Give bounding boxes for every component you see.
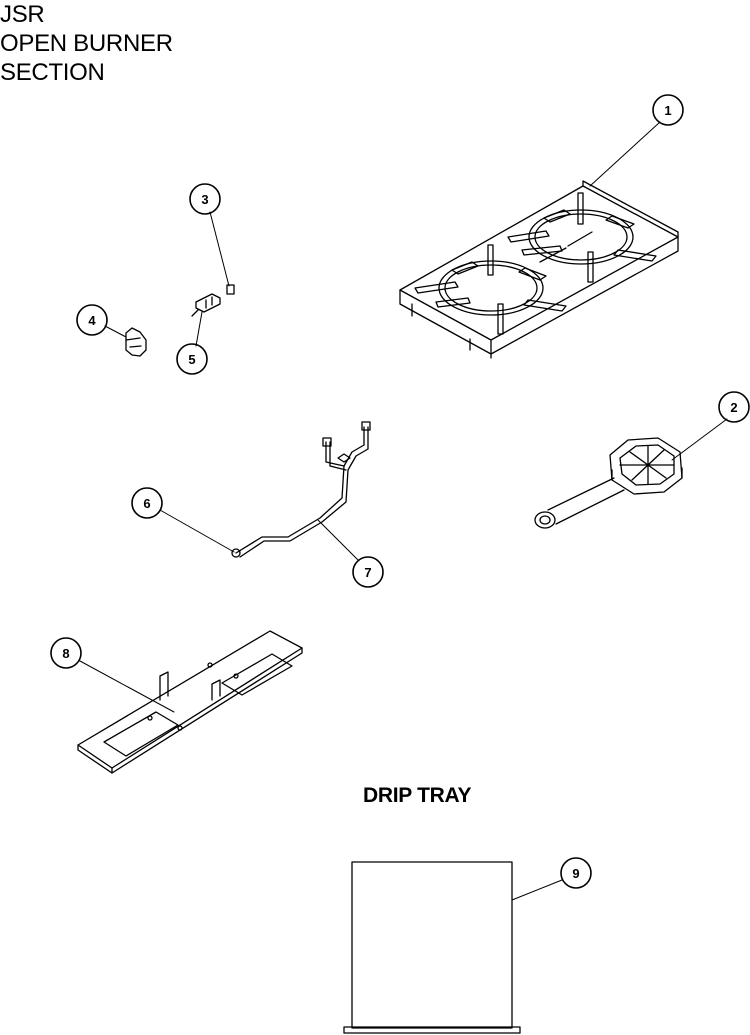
burner-grate-drawing [399, 180, 679, 359]
svg-text:8: 8 [62, 646, 69, 661]
leader-lines [79, 121, 728, 901]
burner-drawing [534, 437, 683, 529]
callout-1: 1 [652, 94, 684, 126]
svg-text:2: 2 [730, 400, 737, 415]
callout-5: 5 [176, 343, 208, 375]
drip-tray-drawing [343, 861, 521, 1034]
svg-text:1: 1 [664, 103, 671, 118]
svg-text:9: 9 [572, 866, 579, 881]
knob-drawing [125, 327, 147, 357]
svg-text:6: 6 [143, 496, 150, 511]
callout-7: 7 [352, 556, 384, 588]
title-line-section: SECTION [0, 59, 105, 86]
callout-9: 9 [560, 857, 592, 889]
callout-3: 3 [189, 183, 221, 215]
callout-6: 6 [131, 487, 163, 519]
svg-text:4: 4 [88, 313, 96, 328]
drip-tray-caption: DRIP TRAY [363, 784, 472, 807]
section-title: JSR OPEN BURNER SECTION [0, 0, 173, 87]
burner-pan-drawing [77, 630, 303, 774]
callout-8: 8 [50, 637, 82, 669]
svg-text:7: 7 [364, 565, 371, 580]
title-line-component: OPEN BURNER [0, 30, 173, 57]
valve-drawing [191, 293, 221, 317]
callout-4: 4 [76, 304, 108, 336]
title-line-model: JSR [0, 1, 45, 28]
manifold-tubing-drawing [231, 421, 371, 558]
svg-text:3: 3 [201, 192, 208, 207]
orifice-drawing [226, 284, 235, 295]
callout-2: 2 [718, 391, 750, 423]
svg-text:5: 5 [188, 352, 195, 367]
